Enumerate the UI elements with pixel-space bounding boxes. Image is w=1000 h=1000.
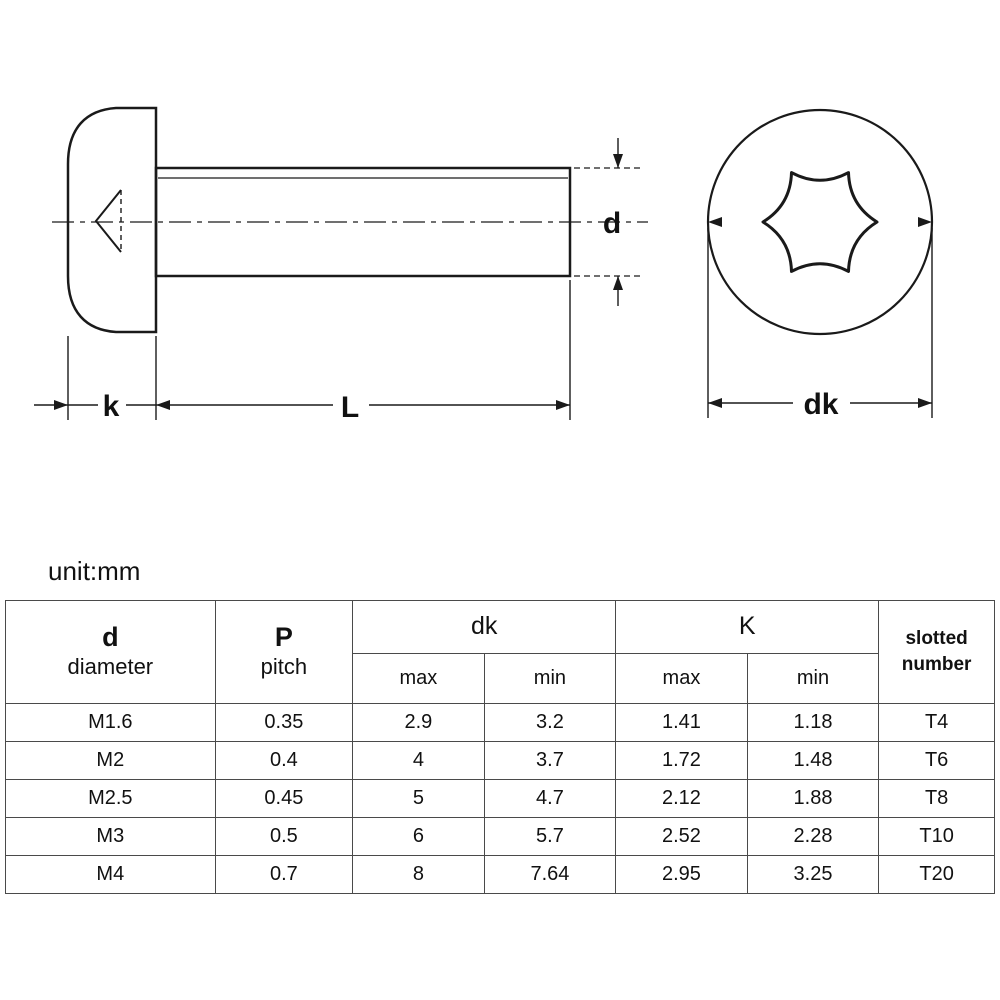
k-arrowhead-left xyxy=(54,400,68,410)
dimension-k-L: k L xyxy=(34,280,571,424)
spec-table: d diameter P pitch dk K slotted number m… xyxy=(5,600,995,894)
dk-arrowhead-right xyxy=(918,398,932,408)
cell-dk-min: 5.7 xyxy=(483,817,617,856)
cell-k-max: 2.95 xyxy=(615,855,748,894)
dim-label-d: d xyxy=(603,207,621,240)
cell-dk-max: 5 xyxy=(352,779,485,818)
table-row: M2 0.4 4 3.7 1.72 1.48 T6 xyxy=(5,741,995,780)
cell-dk-max: 4 xyxy=(352,741,485,780)
cell-p: 0.45 xyxy=(214,779,354,818)
table-row: M1.6 0.35 2.9 3.2 1.41 1.18 T4 xyxy=(5,703,995,742)
cell-dk-max: 8 xyxy=(352,855,485,894)
cell-slot: T10 xyxy=(878,817,995,856)
header-group-dk: dk xyxy=(352,600,617,654)
cell-d: M1.6 xyxy=(5,703,216,742)
screw-front-view xyxy=(706,108,934,336)
header-cell-slotted: slotted number xyxy=(878,600,995,704)
dim-label-k: k xyxy=(103,390,120,423)
cell-k-min: 3.25 xyxy=(746,855,880,894)
dimension-d: d xyxy=(574,138,640,306)
unit-label: unit:mm xyxy=(48,556,141,586)
table-row: M2.5 0.45 5 4.7 2.12 1.88 T8 xyxy=(5,779,995,818)
header-group-k: K xyxy=(615,600,880,654)
cell-p: 0.5 xyxy=(214,817,354,856)
cell-k-max: 2.52 xyxy=(615,817,748,856)
table-row: M4 0.7 8 7.64 2.95 3.25 T20 xyxy=(5,855,995,894)
cell-k-min: 1.48 xyxy=(746,741,880,780)
header-d-word: diameter xyxy=(67,654,154,680)
cell-slot: T20 xyxy=(878,855,995,894)
cell-d: M2 xyxy=(5,741,216,780)
header-k-min: min xyxy=(746,652,880,705)
table-header-row-2: max min max min xyxy=(6,652,995,705)
screw-technical-drawing: d k L xyxy=(34,106,934,424)
circle-arrowhead-left xyxy=(708,217,722,227)
cell-d: M2.5 xyxy=(5,779,216,818)
cell-dk-max: 2.9 xyxy=(352,703,485,742)
cell-d: M4 xyxy=(5,855,216,894)
header-dk-min: min xyxy=(483,652,617,705)
cell-p: 0.7 xyxy=(214,855,354,894)
header-p-symbol: P xyxy=(274,622,293,653)
circle-arrowhead-right xyxy=(918,217,932,227)
dk-arrowhead-left xyxy=(708,398,722,408)
header-d-symbol: d xyxy=(102,622,119,653)
screw-side-view xyxy=(52,106,648,334)
L-arrowhead-right xyxy=(556,400,570,410)
header-cell-p: P pitch xyxy=(214,600,354,704)
header-slotted-line2: number xyxy=(901,654,972,675)
cell-slot: T8 xyxy=(878,779,995,818)
header-slotted-line1: slotted xyxy=(905,628,968,650)
cell-slot: T4 xyxy=(878,703,995,742)
cell-k-max: 1.72 xyxy=(615,741,748,780)
header-cell-d: d diameter xyxy=(5,600,216,704)
dim-label-L: L xyxy=(341,391,359,424)
cell-slot: T6 xyxy=(878,741,995,780)
dimension-dk: dk xyxy=(707,228,933,421)
header-dk-max: max xyxy=(352,652,485,705)
cell-k-min: 1.18 xyxy=(746,703,880,742)
cell-dk-max: 6 xyxy=(352,817,485,856)
cell-dk-min: 3.2 xyxy=(483,703,617,742)
cell-k-min: 2.28 xyxy=(746,817,880,856)
d-arrowhead-top xyxy=(613,154,623,168)
cell-dk-min: 3.7 xyxy=(483,741,617,780)
head-outer-circle xyxy=(706,108,934,336)
screw-head-outline xyxy=(66,106,158,334)
torx-recess-side-icon xyxy=(94,189,122,253)
cell-k-max: 1.41 xyxy=(615,703,748,742)
header-k-max: max xyxy=(615,652,748,705)
cell-p: 0.35 xyxy=(214,703,354,742)
table-row: M3 0.5 6 5.7 2.52 2.28 T10 xyxy=(5,817,995,856)
cell-dk-min: 4.7 xyxy=(483,779,617,818)
d-arrowhead-bottom xyxy=(613,276,623,290)
header-p-word: pitch xyxy=(260,654,308,680)
cell-d: M3 xyxy=(5,817,216,856)
dim-label-dk: dk xyxy=(803,388,838,421)
cell-k-min: 1.88 xyxy=(746,779,880,818)
cell-dk-min: 7.64 xyxy=(483,855,617,894)
table-header-row-1: d diameter P pitch dk K slotted number xyxy=(5,600,995,704)
cell-p: 0.4 xyxy=(214,741,354,780)
cell-k-max: 2.12 xyxy=(615,779,748,818)
torx-star-icon xyxy=(761,171,879,273)
